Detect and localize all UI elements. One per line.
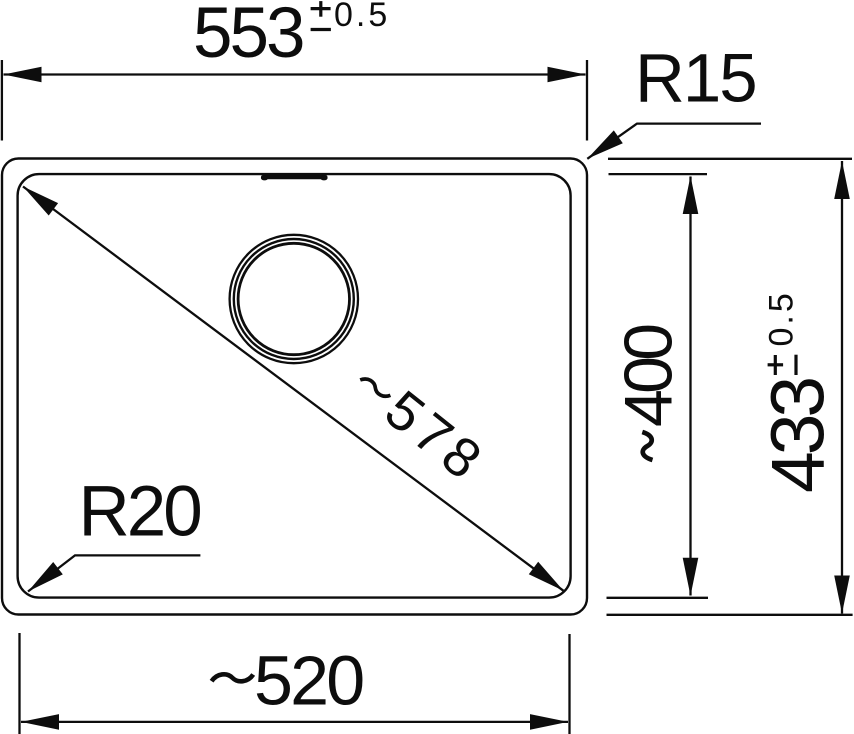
svg-text:0.5: 0.5 [763,290,801,346]
svg-text:0.5: 0.5 [334,0,390,34]
svg-text:433: 433 [756,379,840,493]
svg-text:R20: R20 [79,472,201,551]
svg-text:400: 400 [611,325,687,427]
svg-text:520: 520 [254,642,363,720]
svg-text:R15: R15 [635,40,756,117]
svg-text:553: 553 [193,0,303,73]
